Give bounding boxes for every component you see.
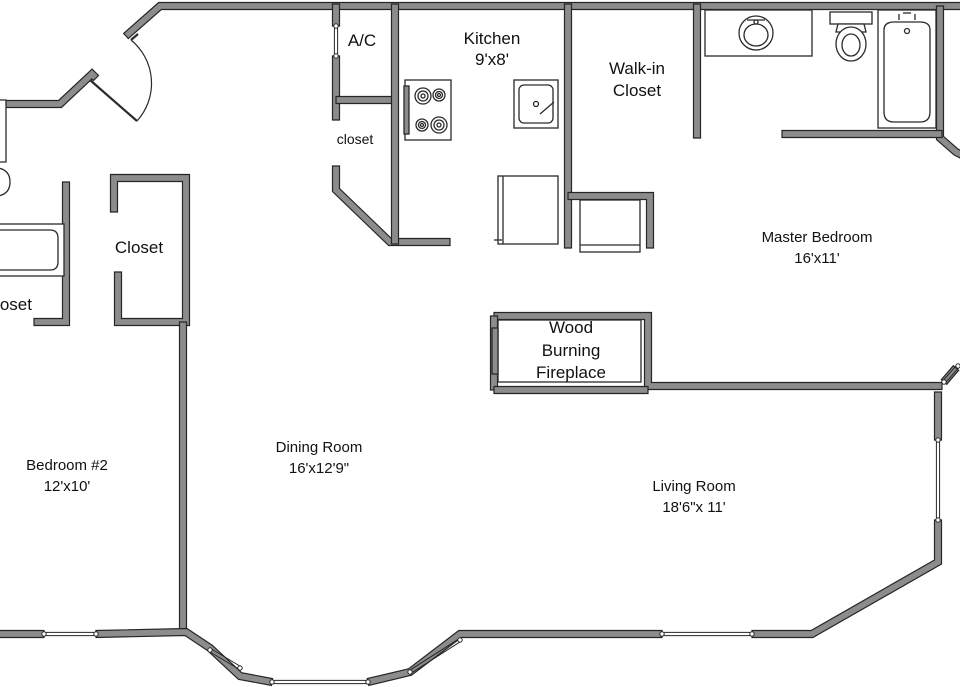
window-pane [944, 366, 960, 384]
wall-segment [692, 3, 702, 139]
fireplace-label-line2: Burning [542, 341, 601, 360]
dining-room-size: 16'x12'9" [289, 460, 349, 477]
bathtub-icon [0, 223, 65, 277]
window-jamb [41, 631, 47, 637]
wall-segment [122, 1, 960, 40]
wall-segment [33, 181, 71, 327]
bathroom-sink-icon [704, 9, 813, 57]
window-jamb [365, 679, 371, 685]
window-jamb [93, 631, 99, 637]
bedroom2-size: 12'x10' [44, 478, 91, 495]
window-jamb [935, 517, 941, 523]
wall-segment [563, 3, 573, 249]
closet-label: Closet [115, 238, 163, 257]
wall-segment [493, 385, 649, 395]
room-labels: A/C Kitchen 9'x8' closet Walk-in Closet … [0, 29, 872, 516]
wall-segment [331, 55, 341, 121]
small-closet-label: closet [337, 131, 374, 147]
window-jamb [333, 23, 339, 29]
bathroom-sink-icon [0, 99, 11, 197]
window-jamb [407, 669, 413, 675]
window-jamb [749, 631, 755, 637]
window-pane [942, 364, 958, 382]
cut-closet-label: loset [0, 295, 32, 314]
kitchen-sink-icon [513, 79, 559, 129]
refrigerator-icon [494, 175, 559, 245]
master-bedroom-size: 16'x11' [794, 250, 840, 267]
window-jamb [207, 647, 213, 653]
window-jamb [457, 637, 463, 643]
bedroom2-label: Bedroom #2 [26, 457, 108, 474]
wall-segment [0, 68, 100, 109]
toilet-icon [829, 11, 873, 62]
walkin-closet-label-line1: Walk-in [609, 59, 665, 78]
ac-label: A/C [348, 31, 376, 50]
wall-segment [331, 165, 451, 247]
wall-segment [0, 629, 45, 639]
window-pane [410, 640, 462, 674]
door-swing-icon [89, 33, 153, 122]
window-jamb [333, 53, 339, 59]
window-jamb [269, 679, 275, 685]
wall-segment [781, 129, 943, 139]
wall-segment [935, 5, 960, 159]
window-jamb [237, 665, 243, 671]
kitchen-size: 9'x8' [475, 50, 509, 69]
wall-segment [109, 173, 191, 327]
washer-dryer-icon [579, 199, 641, 253]
window-jamb [941, 379, 947, 385]
wall-segment [390, 3, 400, 245]
living-room-size: 18'6"x 11' [662, 499, 725, 516]
stove-icon [403, 79, 452, 141]
fireplace-label-line1: Wood [549, 318, 593, 337]
wall-segment [567, 191, 655, 249]
wall-segment [95, 627, 274, 687]
window-pane [408, 638, 460, 672]
fireplace-label-line3: Fireplace [536, 363, 606, 382]
wall-segment [178, 321, 188, 633]
wall-segment [366, 629, 663, 687]
window-jamb [955, 363, 960, 369]
fireplace-hearth [491, 319, 642, 383]
wall-segment [751, 519, 943, 639]
wall-segment [335, 95, 393, 105]
wall-segment [933, 391, 943, 441]
window-jamb [659, 631, 665, 637]
bathtub-icon [877, 9, 937, 129]
window-pane [208, 650, 240, 670]
window-jamb [935, 437, 941, 443]
walkin-closet-label-line2: Closet [613, 81, 661, 100]
wall-segment [331, 3, 341, 27]
living-room-label: Living Room [652, 478, 735, 495]
windows [41, 23, 960, 685]
dining-room-label: Dining Room [276, 439, 363, 456]
master-bedroom-label: Master Bedroom [762, 229, 873, 246]
kitchen-label: Kitchen [464, 29, 521, 48]
window-pane [210, 648, 242, 668]
